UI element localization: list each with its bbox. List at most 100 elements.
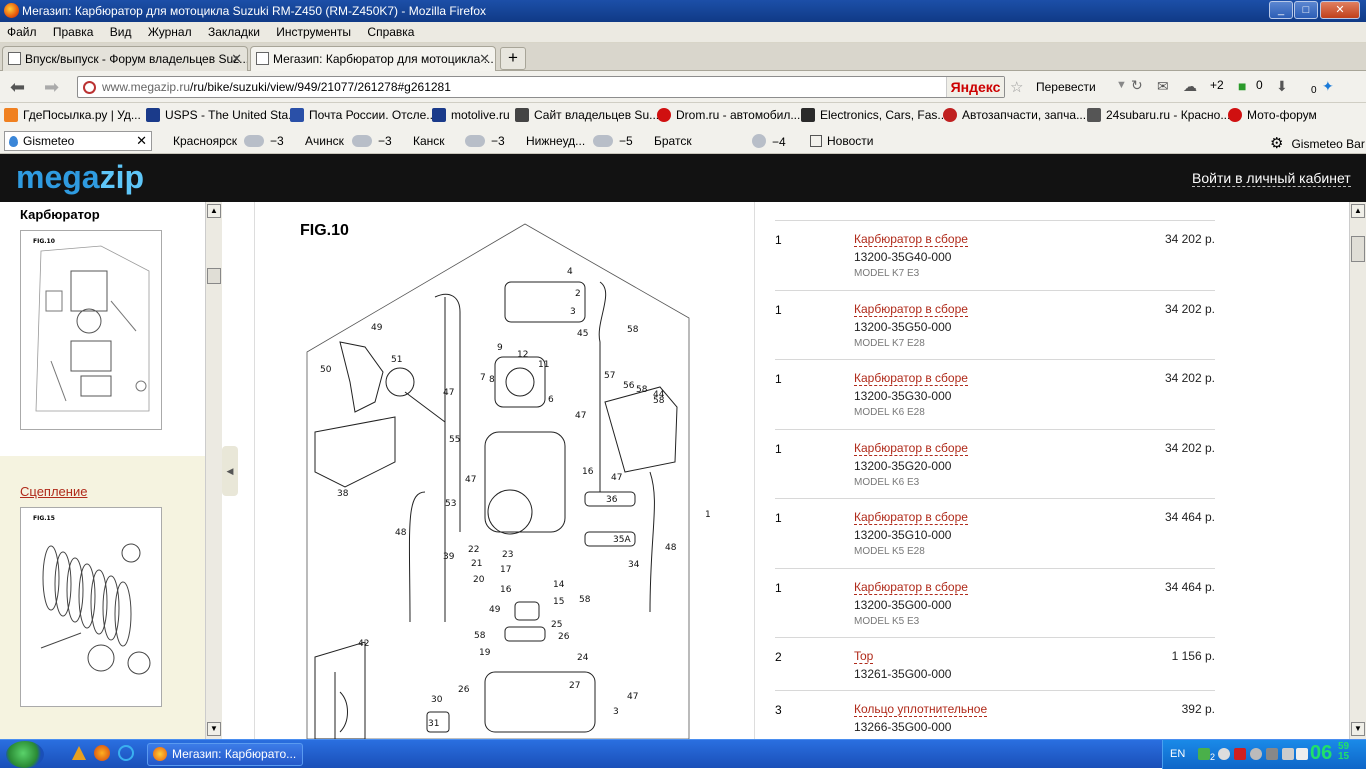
carburetor-thumbnail[interactable]: FIG.10 (20, 230, 162, 430)
callout-label: 30 (431, 695, 443, 705)
reload-icon[interactable]: ↻ (1131, 77, 1143, 93)
app-tray-icon[interactable] (1234, 748, 1246, 760)
usb-icon[interactable] (1266, 748, 1278, 760)
megazip-logo[interactable]: megazip (16, 159, 145, 195)
bookmark-item[interactable]: Electronics, Cars, Fas... (801, 108, 947, 122)
notification-icon[interactable]: ■ (1238, 78, 1247, 94)
tab-forum[interactable]: Впуск/выпуск - Форум владельцев Suz... ✕ (2, 46, 248, 71)
forward-arrow-icon[interactable]: ➡ (44, 77, 60, 97)
ie-quicklaunch-icon[interactable] (118, 745, 134, 761)
sidebar-link-clutch[interactable]: Сцепление (20, 484, 88, 499)
maximize-button[interactable]: □ (1294, 1, 1318, 19)
tab-megazip[interactable]: Мегазип: Карбюратор для мотоцикла ... ✕ (250, 46, 496, 72)
bookmark-item[interactable]: ГдеПосылка.ру | Уд... (4, 108, 141, 122)
addon-icon[interactable]: ✦ (1322, 78, 1334, 94)
gismeteo-city[interactable]: Красноярск (173, 134, 238, 148)
menu-view[interactable]: Вид (109, 25, 132, 39)
megazip-favicon-icon (256, 52, 269, 65)
callout-label: 31 (428, 719, 439, 729)
sidebar-scrollbar[interactable]: ▲ ▼ (205, 202, 222, 739)
callout-label: 25 (551, 620, 562, 630)
disk-icon[interactable] (1250, 748, 1262, 760)
bookmark-favicon-icon (290, 108, 304, 122)
mail-icon[interactable]: ✉ (1157, 78, 1169, 94)
part-name-link[interactable]: Карбюратор в сборе (854, 302, 968, 317)
part-model: MODEL K5 E28 (854, 546, 925, 557)
bookmark-item[interactable]: 24subaru.ru - Красно... (1087, 108, 1230, 122)
part-qty: 1 (775, 511, 782, 525)
bookmark-item[interactable]: Почта России. Отсле... (290, 108, 436, 122)
gismeteo-news[interactable]: Новости (810, 134, 873, 148)
download-arrow-icon[interactable]: ⬇ (1276, 78, 1288, 94)
menu-history[interactable]: Журнал (147, 25, 192, 39)
page-scrollbar[interactable]: ▲ ▼ (1349, 202, 1366, 739)
bookmark-item[interactable]: USPS - The United Sta... (146, 108, 298, 122)
bookmark-item[interactable]: Автозапчасти, запча... (943, 108, 1086, 122)
callout-label: 11 (538, 360, 549, 370)
scroll-thumb[interactable] (1351, 236, 1365, 262)
bookmark-item[interactable]: Мото-форум (1228, 108, 1317, 122)
language-indicator[interactable]: EN (1170, 748, 1186, 760)
clear-icon[interactable]: ✕ (136, 133, 147, 148)
menu-edit[interactable]: Правка (52, 25, 94, 39)
part-price: 34 202 р. (1164, 441, 1215, 455)
monitor-icon[interactable] (1282, 748, 1294, 760)
new-tab-button[interactable]: + (500, 47, 526, 70)
login-link[interactable]: Войти в личный кабинет (1192, 170, 1351, 187)
antivirus-icon[interactable] (1218, 748, 1230, 760)
gismeteo-bar-button[interactable]: ⚙Gismeteo Bar (1270, 135, 1365, 152)
gismeteo-city[interactable]: Канск (413, 134, 445, 148)
part-name-link[interactable]: Карбюратор в сборе (854, 371, 968, 386)
parts-diagram[interactable]: FIG.10 (254, 202, 755, 739)
minimize-button[interactable]: _ (1269, 1, 1293, 19)
callout-label: 49 (371, 323, 383, 333)
part-name-link[interactable]: Карбюратор в сборе (854, 441, 968, 456)
gismeteo-search-input[interactable]: Gismeteo ✕ (4, 131, 152, 151)
scroll-up-icon[interactable]: ▲ (207, 204, 221, 218)
menu-tools[interactable]: Инструменты (276, 25, 352, 39)
quicklaunch-icon[interactable] (72, 746, 86, 760)
bookmark-item[interactable]: motolive.ru (432, 108, 510, 122)
dropdown-arrow-icon[interactable]: ▼ (1116, 79, 1127, 91)
part-name-link[interactable]: Top (854, 649, 874, 664)
clutch-thumbnail[interactable]: FIG.15 (20, 507, 162, 707)
back-arrow-icon[interactable]: ⬅ (10, 77, 26, 97)
drop-icon (9, 136, 18, 147)
bookmark-star-icon[interactable]: ☆ (1010, 79, 1024, 96)
part-name-link[interactable]: Карбюратор в сборе (854, 510, 968, 525)
tab-close-icon[interactable]: ✕ (479, 51, 490, 66)
taskbar-firefox-button[interactable]: Мегазип: Карбюрато... (147, 743, 303, 766)
scroll-down-icon[interactable]: ▼ (207, 722, 221, 736)
scroll-thumb[interactable] (207, 268, 221, 284)
gismeteo-city[interactable]: Ачинск (305, 134, 344, 148)
url-bar[interactable]: www.megazip.ru/ru/bike/suzuki/view/949/2… (77, 76, 1143, 98)
weather-cloud-icon[interactable]: ☁ (1183, 78, 1197, 94)
menu-bookmarks[interactable]: Закладки (207, 25, 260, 39)
part-name-link[interactable]: Карбюратор в сборе (854, 232, 968, 247)
start-button[interactable] (6, 741, 44, 768)
url-text[interactable]: www.megazip.ru/ru/bike/suzuki/view/949/2… (102, 80, 451, 94)
bookmark-item[interactable]: Drom.ru - автомобил... (657, 108, 800, 122)
part-name-link[interactable]: Кольцо уплотнительное (854, 702, 988, 717)
scroll-up-icon[interactable]: ▲ (1351, 204, 1365, 218)
menu-file[interactable]: Файл (7, 25, 37, 39)
network-icon[interactable] (1198, 748, 1210, 760)
firefox-quicklaunch-icon[interactable] (94, 745, 110, 761)
translate-button[interactable]: Перевести (1036, 80, 1096, 94)
collapse-sidebar-button[interactable]: ◀ (222, 446, 238, 496)
gismeteo-city[interactable]: Братск (654, 134, 692, 148)
gismeteo-city[interactable]: Нижнеуд... (526, 134, 586, 148)
bookmark-item[interactable]: Сайт владельцев Su... (515, 108, 659, 122)
part-name-link[interactable]: Карбюратор в сборе (854, 580, 968, 595)
clock-hours[interactable]: 06 (1310, 742, 1333, 764)
part-price: 34 202 р. (1164, 371, 1215, 385)
menu-help[interactable]: Справка (367, 25, 415, 39)
site-identity-icon[interactable] (83, 81, 96, 94)
scroll-down-icon[interactable]: ▼ (1351, 722, 1365, 736)
volume-icon[interactable] (1296, 748, 1308, 760)
yandex-search-logo[interactable]: Яндекс (946, 77, 1004, 97)
close-button[interactable]: ✕ (1320, 1, 1360, 19)
tab-close-icon[interactable]: ✕ (231, 51, 242, 66)
